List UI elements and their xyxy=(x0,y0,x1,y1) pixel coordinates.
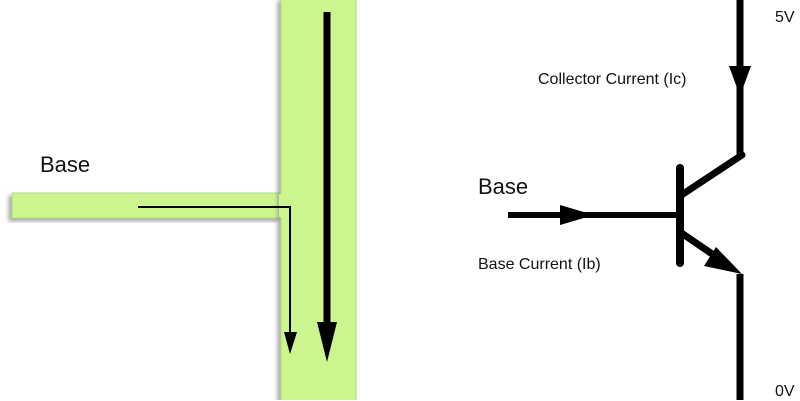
schematic-base-label: Base xyxy=(478,174,529,199)
emitter-arrowhead xyxy=(704,247,742,274)
collector-lead xyxy=(676,151,746,200)
collector-current-label: Collector Current (Ic) xyxy=(538,71,687,88)
base-current-label: Base Current (Ib) xyxy=(478,256,601,273)
base-pipe xyxy=(11,192,283,219)
npn-schematic xyxy=(508,0,751,400)
base-flow-arrowhead xyxy=(284,332,297,354)
emitter-lead xyxy=(676,228,722,262)
analogy-base-label: Base xyxy=(40,152,91,177)
base-current-arrowhead xyxy=(560,205,594,225)
pipe-analogy xyxy=(11,0,357,400)
collector-current-arrowhead xyxy=(729,66,751,96)
collector-flow-arrowhead xyxy=(317,322,337,362)
base-flow-arrow xyxy=(138,206,291,336)
ground-voltage-label: 0V xyxy=(775,383,795,400)
supply-voltage-label: 5V xyxy=(775,9,795,26)
